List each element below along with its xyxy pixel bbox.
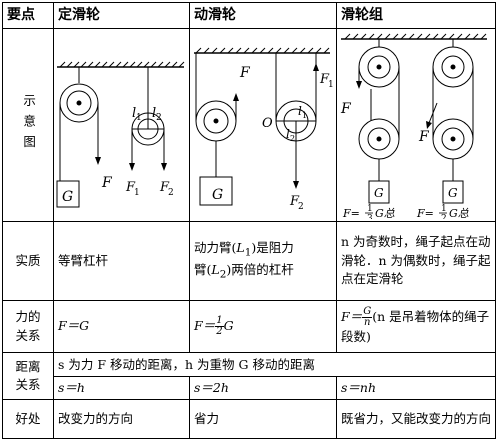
force-group-den: n <box>363 316 371 328</box>
row-label-diagram-text: 示意图 <box>21 93 37 156</box>
movable-force-label-f2: F <box>289 194 300 209</box>
distance-movable: s＝2h <box>189 375 337 401</box>
row-label-force-1: 力的 <box>15 309 41 325</box>
fixed-arm-label-l1: l <box>132 106 136 121</box>
row-label-benefit: 好处 <box>2 399 54 439</box>
fixed-force-sub2: 2 <box>168 188 174 198</box>
diagram-row: 示意图 <box>2 27 496 222</box>
movable-weight-label-g: G <box>212 187 223 203</box>
essence-row: 实质 等臂杠杆 动力臂(L1)是阻力 臂(L2)两倍的杠杆 n 为奇数时，绳子起… <box>2 220 496 301</box>
force-movable-post: G <box>223 318 234 334</box>
row-label-essence: 实质 <box>2 220 54 301</box>
essence-movable-l2: L <box>211 261 220 277</box>
header-fixed-pulley: 定滑轮 <box>53 2 190 29</box>
movable-pulley-svg: F G O l 1 l 2 F 1 F 2 <box>194 47 334 212</box>
header-movable-pulley: 动滑轮 <box>189 2 337 29</box>
movable-force-label-f1: F <box>319 72 330 87</box>
row-label-force: 力的 关系 <box>2 299 54 354</box>
fixed-arm-label-l2: l <box>152 106 156 121</box>
group-left-eq-pre: F= <box>342 207 360 219</box>
essence-movable-c: 臂( <box>194 261 212 277</box>
force-fixed: F＝G <box>53 299 190 354</box>
movable-force-label-f: F <box>239 65 251 81</box>
row-label-distance: 距离 关系 <box>2 352 54 401</box>
fixed-force-label-f: F <box>101 175 113 191</box>
essence-movable-l1: L <box>236 239 245 255</box>
group-left-force-f: F <box>340 101 352 117</box>
force-group-pre: F＝ <box>341 308 363 324</box>
movable-arm-sub1: 1 <box>302 111 307 120</box>
distance-row: s＝h s＝2h s＝nh <box>3 375 496 401</box>
essence-movable-a: 动力臂( <box>194 239 237 255</box>
group-left-eq-post: G总 <box>375 207 395 219</box>
group-right-eq-post: G总 <box>449 207 469 219</box>
force-group-note: (n 是吊着物体的绳子段数) <box>341 308 490 344</box>
fixed-pulley-diagram: G F F 1 F 2 l 1 l 2 <box>53 27 190 222</box>
ceiling-hatch <box>59 61 185 67</box>
movable-force-sub2: 2 <box>298 202 304 212</box>
essence-movable: 动力臂(L1)是阻力 臂(L2)两倍的杠杆 <box>189 220 337 301</box>
essence-movable-d: )两倍的杠杆 <box>226 261 294 277</box>
fixed-force-sub1: 1 <box>134 188 140 198</box>
movable-force-sub1: 1 <box>328 80 334 90</box>
benefit-row: 好处 改变力的方向 省力 既省力，又能改变力的方向 <box>2 399 496 439</box>
distance-fixed: s＝h <box>53 375 190 401</box>
pulley-group-svg: F F G G F= 1 3 G总 F= 1 2 G总 <box>340 33 487 219</box>
header-row: 要点 定滑轮 动滑轮 滑轮组 <box>2 2 496 29</box>
row-label-distance-2: 关系 <box>15 377 41 393</box>
benefit-group: 既省力，又能改变力的方向 <box>336 399 496 439</box>
force-group-num: G <box>362 305 373 318</box>
header-key-points: 要点 <box>2 2 54 29</box>
pulley-group-diagram: F F G G F= 1 3 G总 F= 1 2 G总 <box>336 27 496 222</box>
movable-fulcrum-o: O <box>262 116 273 131</box>
movable-arm-l2: l <box>286 127 290 141</box>
group-right-force-f: F <box>418 129 430 145</box>
distance-desc-row: 距离 关系 s 为力 F 移动的距离，h 为重物 G 移动的距离 <box>2 352 496 401</box>
essence-group: n 为奇数时，绳子起点在动滑轮．n 为偶数时，绳子起点在定滑轮 <box>336 220 496 301</box>
essence-movable-b: )是阻力 <box>251 239 294 255</box>
essence-movable-l1-sub: 1 <box>244 246 252 259</box>
fixed-arm-sub2: 2 <box>156 113 162 123</box>
force-movable-den: 2 <box>216 326 223 338</box>
essence-movable-l2-sub: 2 <box>219 268 227 281</box>
movable-arm-l1: l <box>298 104 302 118</box>
fixed-weight-label-g: G <box>62 189 73 205</box>
force-movable-num: 1 <box>215 315 224 328</box>
group-left-eq-num: 1 <box>367 204 373 214</box>
benefit-movable: 省力 <box>189 399 337 439</box>
group-right-eq-den: 2 <box>441 214 447 219</box>
fixed-pulley-svg: G F F 1 F 2 l 1 l 2 <box>56 61 185 208</box>
row-label-diagram: 示意图 <box>2 27 54 222</box>
distance-group: s＝nh <box>336 375 496 401</box>
fixed-force-label-f1: F <box>125 180 136 195</box>
movable-pulley-diagram: F G O l 1 l 2 F 1 F 2 <box>189 27 337 222</box>
group-left-weight-g: G <box>374 186 384 200</box>
row-label-distance-1: 距离 <box>15 359 41 375</box>
force-movable-pre: F＝ <box>194 318 216 334</box>
movable-arm-sub2: 2 <box>290 134 295 143</box>
group-left-eq-den: 3 <box>367 214 373 219</box>
group-right-eq-pre: F= <box>416 207 434 219</box>
group-right-eq-num: 1 <box>441 204 447 214</box>
header-pulley-group: 滑轮组 <box>336 2 496 29</box>
row-label-force-2: 关系 <box>15 327 41 343</box>
fixed-arm-sub1: 1 <box>136 113 142 123</box>
fixed-force-label-f2: F <box>159 180 170 195</box>
benefit-fixed: 改变力的方向 <box>53 399 190 439</box>
group-right-weight-g: G <box>448 186 458 200</box>
essence-fixed: 等臂杠杆 <box>53 220 190 301</box>
distance-desc: s 为力 F 移动的距离，h 为重物 G 移动的距离 <box>53 352 496 377</box>
